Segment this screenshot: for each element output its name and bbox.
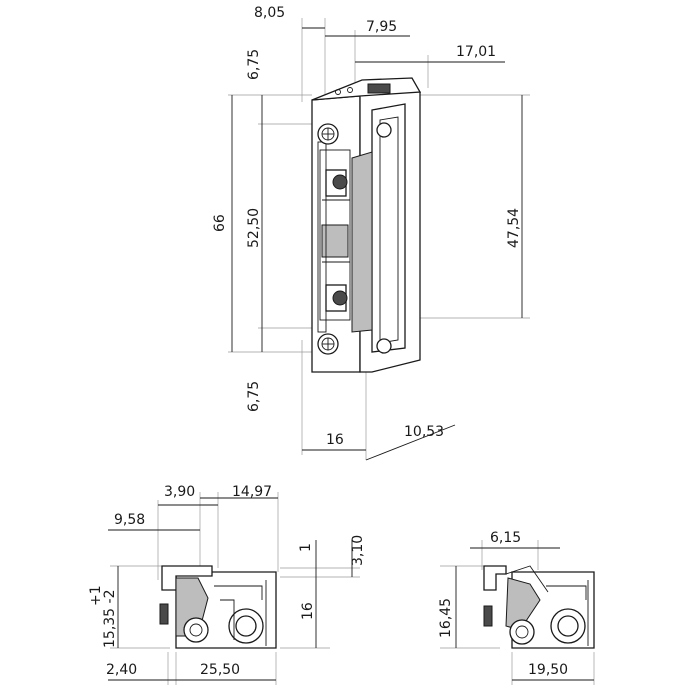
dim-side-i: 25,50 [200, 662, 240, 678]
front-view: 8,05 7,95 17,01 6,75 66 52,50 6,75 47,54… [212, 5, 530, 461]
dim-right-height: 47,54 [506, 208, 522, 248]
dim-left-bottom: 6,75 [246, 381, 262, 412]
dim-side-f: 16 [300, 602, 316, 620]
dim-side-b: 14,97 [232, 484, 272, 500]
side-view-right: 6,15 16,45 19,50 [438, 530, 595, 685]
side-view-left: 3,90 14,97 9,58 1 3,10 16 +1 15,35 -2 2,… [88, 484, 366, 685]
dim-height-total: 66 [212, 214, 228, 232]
screw-icon-bottom [317, 333, 339, 355]
dim-right-a: 6,15 [490, 530, 521, 546]
dim-side-c: 9,58 [114, 512, 145, 528]
dim-side-g: 15,35 -2 [102, 590, 118, 649]
screw-icon-top [317, 123, 339, 145]
dim-top-right: 17,01 [456, 44, 496, 60]
dim-side-h: 2,40 [106, 662, 137, 678]
dim-right-b: 16,45 [438, 598, 454, 638]
dim-side-e: 3,10 [350, 535, 366, 566]
dim-right-c: 19,50 [528, 662, 568, 678]
dim-left-top: 6,75 [246, 49, 262, 80]
dim-bottom-width: 16 [326, 432, 344, 448]
dim-side-d: 1 [298, 543, 314, 552]
dim-top-left: 8,05 [254, 5, 285, 21]
dim-side-a: 3,90 [164, 484, 195, 500]
dim-side-g-tol: +1 [88, 585, 104, 606]
dim-top-mid: 7,95 [366, 19, 397, 35]
dim-bottom-right: 10,53 [404, 424, 444, 440]
dim-height-inner: 52,50 [246, 208, 262, 248]
